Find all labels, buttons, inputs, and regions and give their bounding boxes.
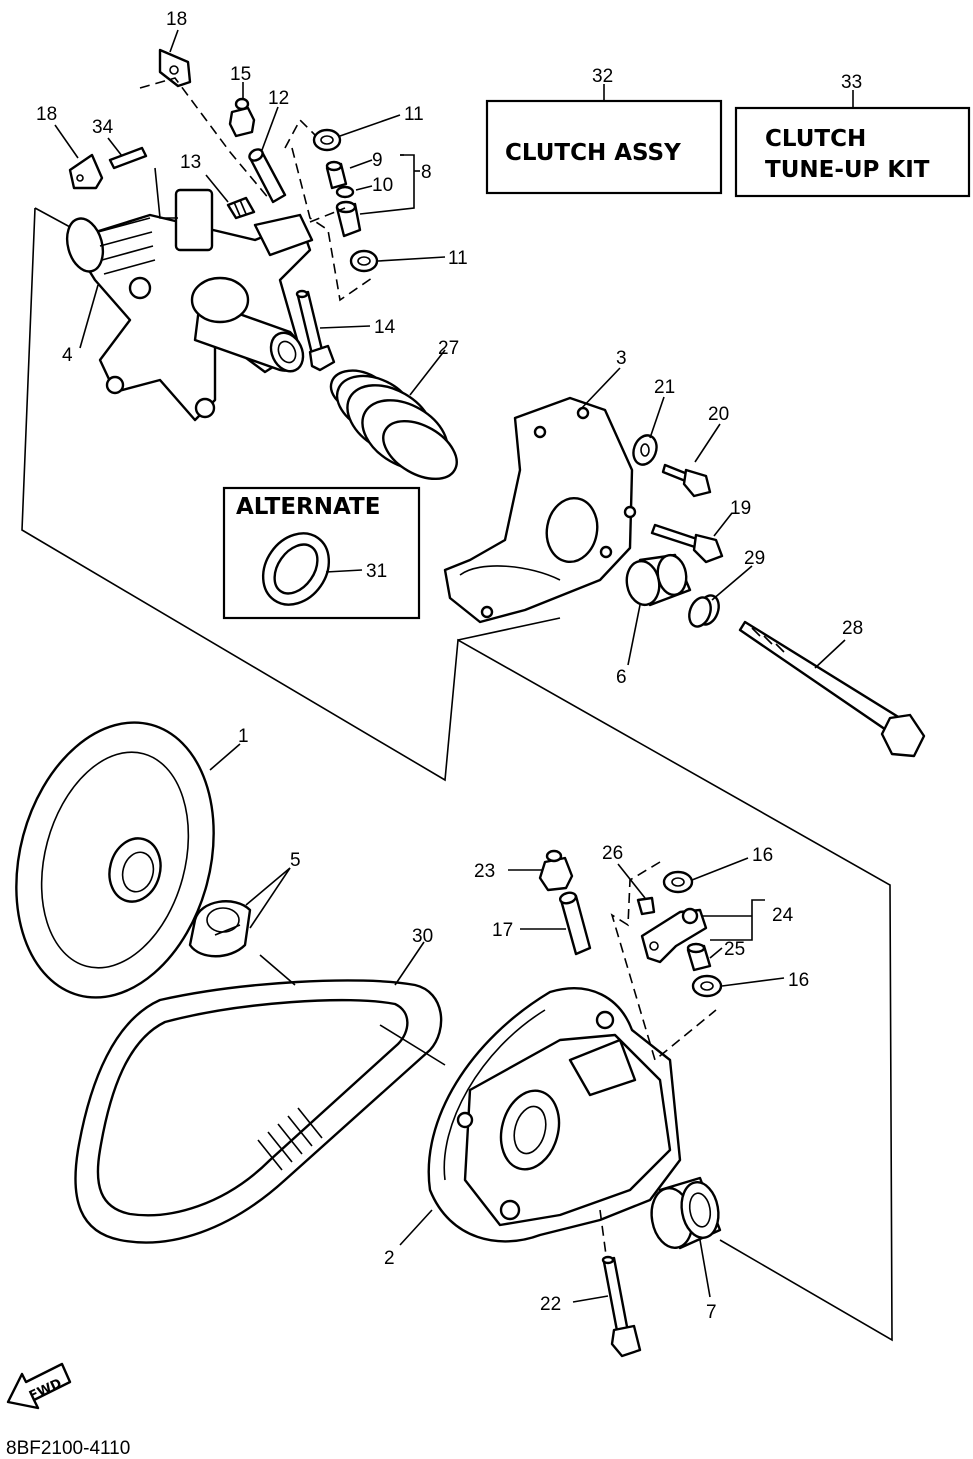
part-16-washer-upper [662, 870, 694, 894]
leader-lines [54, 29, 854, 1303]
part-14-bolt [295, 289, 336, 372]
part-4-spider-shaft [65, 188, 314, 422]
callout-11-lower: 11 [448, 248, 468, 269]
part-7-bushing [650, 1176, 722, 1250]
tune-up-kit-title-line1: CLUTCH [765, 126, 866, 152]
callout-12: 12 [268, 88, 289, 109]
part-21-washer [632, 434, 658, 466]
callout-6: 6 [616, 667, 627, 688]
callout-7: 7 [706, 1302, 717, 1323]
callout-10: 10 [372, 175, 393, 196]
callout-18-top: 18 [166, 9, 187, 30]
callout-30: 30 [412, 926, 433, 947]
callout-19: 19 [730, 498, 751, 519]
callout-26: 26 [602, 843, 623, 864]
part-34-pin [108, 146, 148, 170]
callout-13: 13 [180, 152, 201, 173]
callout-4: 4 [62, 345, 73, 366]
part-19-bolt [650, 523, 724, 564]
callout-8: 8 [421, 162, 432, 183]
callout-2: 2 [384, 1248, 395, 1269]
part-13-small-spring [226, 196, 256, 220]
alternate-box: ALTERNATE [222, 486, 421, 620]
fwd-arrow-icon: FWD [6, 1362, 72, 1410]
callout-28: 28 [842, 618, 863, 639]
alternate-title: ALTERNATE [236, 494, 380, 520]
callout-23: 23 [474, 861, 495, 882]
callout-18-left: 18 [36, 104, 57, 125]
callout-16-upper: 16 [752, 845, 773, 866]
part-24-arm-assembly [640, 907, 708, 964]
clutch-tune-up-kit-box: CLUTCH TUNE-UP KIT [734, 106, 971, 198]
callout-31: 31 [366, 561, 387, 582]
callout-11-upper: 11 [404, 104, 424, 125]
part-26-pin [636, 896, 656, 916]
part-6-bushing [625, 553, 692, 607]
callout-16-lower: 16 [788, 970, 809, 991]
part-11-washer-lower [349, 249, 379, 273]
part-22-bolt [601, 1255, 642, 1358]
tune-up-kit-title-line2: TUNE-UP KIT [765, 157, 930, 183]
callout-9: 9 [372, 150, 383, 171]
part-10-bushing [335, 185, 362, 238]
callout-20: 20 [708, 404, 729, 425]
part-28-long-bolt [738, 620, 926, 758]
part-25-roller [686, 942, 712, 972]
part-17-sleeve [558, 891, 592, 956]
callout-numbers: 18 18 34 15 12 13 11 9 10 8 11 14 4 27 3… [36, 9, 863, 1323]
part-16-washer-lower [691, 974, 723, 998]
part-23-nut [538, 849, 574, 892]
callout-1: 1 [238, 726, 249, 747]
part-30-drive-belt [74, 979, 443, 1244]
part-29-washer [688, 594, 720, 628]
part-18-bracket-left [68, 153, 104, 190]
callout-21: 21 [654, 377, 675, 398]
callout-24: 24 [772, 905, 794, 926]
part-1-fixed-sheave [15, 721, 215, 999]
part-2-movable-sheave [427, 987, 682, 1243]
clutch-assy-title: CLUTCH ASSY [505, 140, 681, 166]
part-12-sleeve [248, 148, 287, 204]
callout-25: 25 [724, 939, 745, 960]
callout-3: 3 [616, 348, 627, 369]
dashed-assembly-paths [139, 77, 717, 1256]
callout-32: 32 [592, 66, 613, 87]
part-11-washer-upper [312, 128, 342, 152]
part-27-spring [329, 369, 458, 481]
callout-33: 33 [841, 72, 862, 93]
part-3-cover [443, 396, 637, 624]
part-20-bolt [661, 463, 712, 498]
clutch-assy-box: CLUTCH ASSY [485, 99, 723, 195]
part-5-collar [188, 900, 252, 958]
part-31-washer [261, 532, 331, 606]
callout-15: 15 [230, 64, 251, 85]
drawing-code: 8BF2100-4110 [6, 1438, 130, 1459]
callout-29: 29 [744, 548, 765, 569]
part-9-roller [325, 160, 348, 190]
callout-22: 22 [540, 1294, 561, 1315]
callout-34: 34 [92, 117, 114, 138]
callout-27: 27 [438, 338, 459, 359]
callout-17: 17 [492, 920, 513, 941]
part-15-nut [228, 97, 256, 138]
callout-14: 14 [374, 317, 396, 338]
part-18-bracket-top [158, 48, 192, 88]
callout-5: 5 [290, 850, 301, 871]
